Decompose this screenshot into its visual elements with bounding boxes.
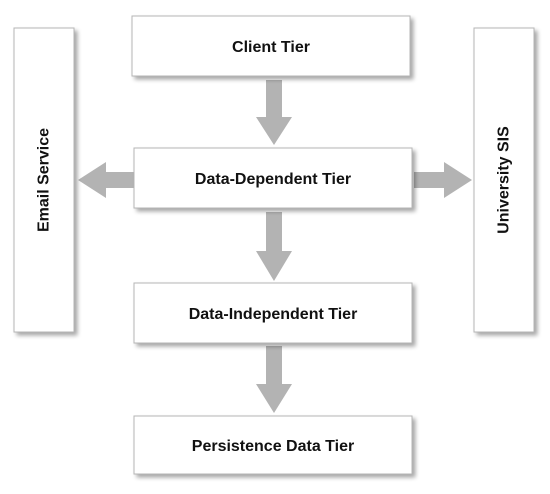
arrow-data-dependent-to-email-service: [78, 162, 134, 198]
arrows: [78, 80, 472, 413]
node-persistence-data-tier: Persistence Data Tier: [133, 415, 413, 475]
client-tier-label: Client Tier: [232, 39, 310, 56]
node-university-sis: University SIS: [473, 27, 535, 333]
arrow-data-dependent-to-university-sis: [414, 162, 472, 198]
arrow-client-to-data-dependent: [256, 80, 292, 145]
persistence-data-tier-label: Persistence Data Tier: [192, 438, 354, 455]
node-client-tier: Client Tier: [131, 15, 411, 77]
email-service-label: Email Service: [36, 128, 53, 232]
arrow-data-independent-to-persistence: [256, 346, 292, 413]
arrow-data-dependent-to-data-independent: [256, 212, 292, 281]
node-data-dependent-tier: Data-Dependent Tier: [133, 147, 413, 209]
node-data-independent-tier: Data-Independent Tier: [133, 282, 413, 344]
university-sis-label: University SIS: [496, 126, 513, 234]
node-email-service: Email Service: [13, 27, 75, 333]
data-independent-tier-label: Data-Independent Tier: [189, 306, 358, 323]
data-dependent-tier-label: Data-Dependent Tier: [195, 171, 351, 188]
